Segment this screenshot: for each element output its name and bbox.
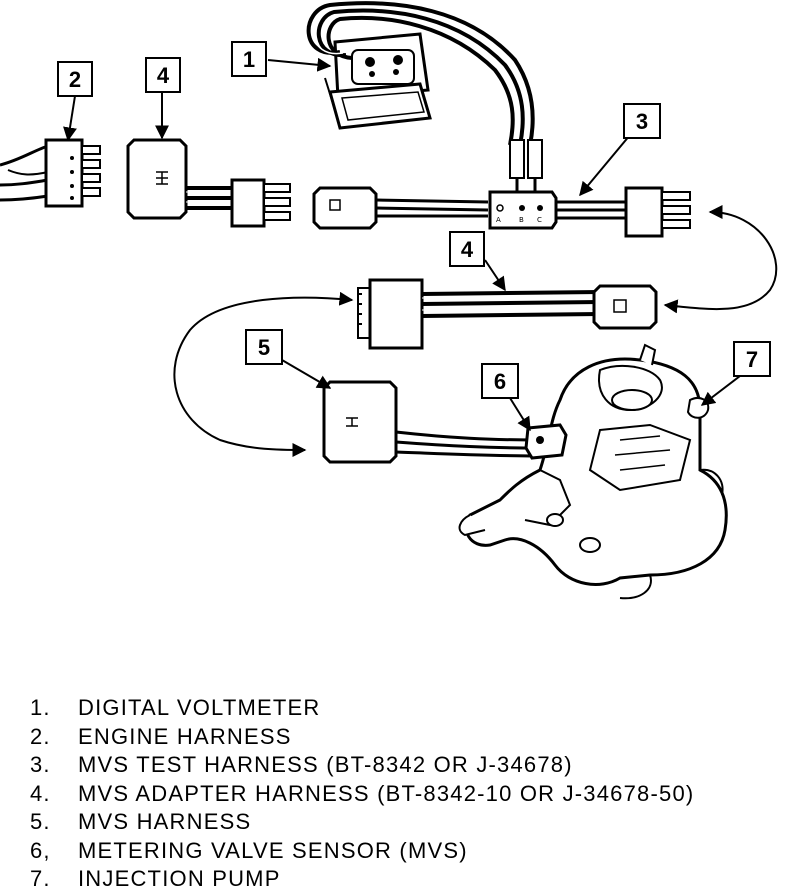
junction-pin-c: C xyxy=(537,216,542,224)
legend-item: 2. ENGINE HARNESS xyxy=(30,723,790,752)
parts-legend: 1. DIGITAL VOLTMETER 2. ENGINE HARNESS 3. M… xyxy=(30,694,790,894)
callout-5: 5 xyxy=(245,329,283,365)
voltmeter-test-leads xyxy=(306,1,543,179)
legend-number: 2. xyxy=(30,723,51,749)
junction-pin-a: A xyxy=(496,216,501,224)
metering-valve-sensor xyxy=(524,423,568,460)
svg-text:4: 4 xyxy=(461,237,474,262)
legend-label: MVS TEST HARNESS (BT-8342 OR J-34678) xyxy=(78,752,573,777)
legend-number: 3. xyxy=(30,752,51,777)
legend-label: MVS HARNESS xyxy=(78,809,252,834)
svg-text:3: 3 xyxy=(636,109,648,134)
adapter-harness-male-connector xyxy=(357,278,658,350)
mvs-test-harness: A B C xyxy=(312,178,691,238)
legend-label: METERING VALVE SENSOR (MVS) xyxy=(78,837,468,863)
legend-number: 6, xyxy=(30,837,51,863)
svg-text:2: 2 xyxy=(69,67,81,92)
svg-text:7: 7 xyxy=(746,347,758,372)
callout-3: 3 xyxy=(623,103,661,139)
legend-item: 1. DIGITAL VOLTMETER xyxy=(30,694,790,723)
adapter-harness-female-connector xyxy=(126,138,291,228)
mvs-test-connection-diagram: A B C xyxy=(0,1,778,600)
legend-label: ENGINE HARNESS xyxy=(78,723,292,749)
svg-text:1: 1 xyxy=(243,47,255,72)
callout-leaders xyxy=(63,57,741,432)
svg-text:6: 6 xyxy=(494,369,506,394)
svg-text:4: 4 xyxy=(157,63,170,88)
callout-6: 6 xyxy=(481,363,519,399)
legend-label: MVS ADAPTER HARNESS (BT-8342-10 OR J-346… xyxy=(78,780,695,806)
legend-item: 4. MVS ADAPTER HARNESS (BT-8342-10 OR J-3… xyxy=(30,780,790,809)
callout-4-middle: 4 xyxy=(449,231,485,267)
legend-item: 7. INJECTION PUMP xyxy=(30,865,790,894)
svg-text:5: 5 xyxy=(258,335,270,360)
digital-voltmeter xyxy=(324,32,432,130)
legend-item: 3. MVS TEST HARNESS (BT-8342 OR J-34678) xyxy=(30,751,790,780)
legend-number: 4. xyxy=(30,780,51,806)
callout-2: 2 xyxy=(57,61,93,97)
junction-pin-b: B xyxy=(519,216,524,224)
injection-pump xyxy=(458,343,728,600)
engine-harness-connector xyxy=(0,138,101,208)
callout-7: 7 xyxy=(733,341,771,377)
legend-item: 6, METERING VALVE SENSOR (MVS) xyxy=(30,837,790,866)
callout-4-top: 4 xyxy=(145,57,181,93)
callout-1: 1 xyxy=(231,41,267,77)
legend-label: DIGITAL VOLTMETER xyxy=(78,695,321,720)
legend-number: 7. xyxy=(30,866,51,891)
legend-item: 5. MVS HARNESS xyxy=(30,808,790,837)
legend-number: 5. xyxy=(30,809,51,834)
legend-label: INJECTION PUMP xyxy=(78,866,281,891)
connection-loops xyxy=(173,205,778,457)
legend-number: 1. xyxy=(30,695,51,720)
